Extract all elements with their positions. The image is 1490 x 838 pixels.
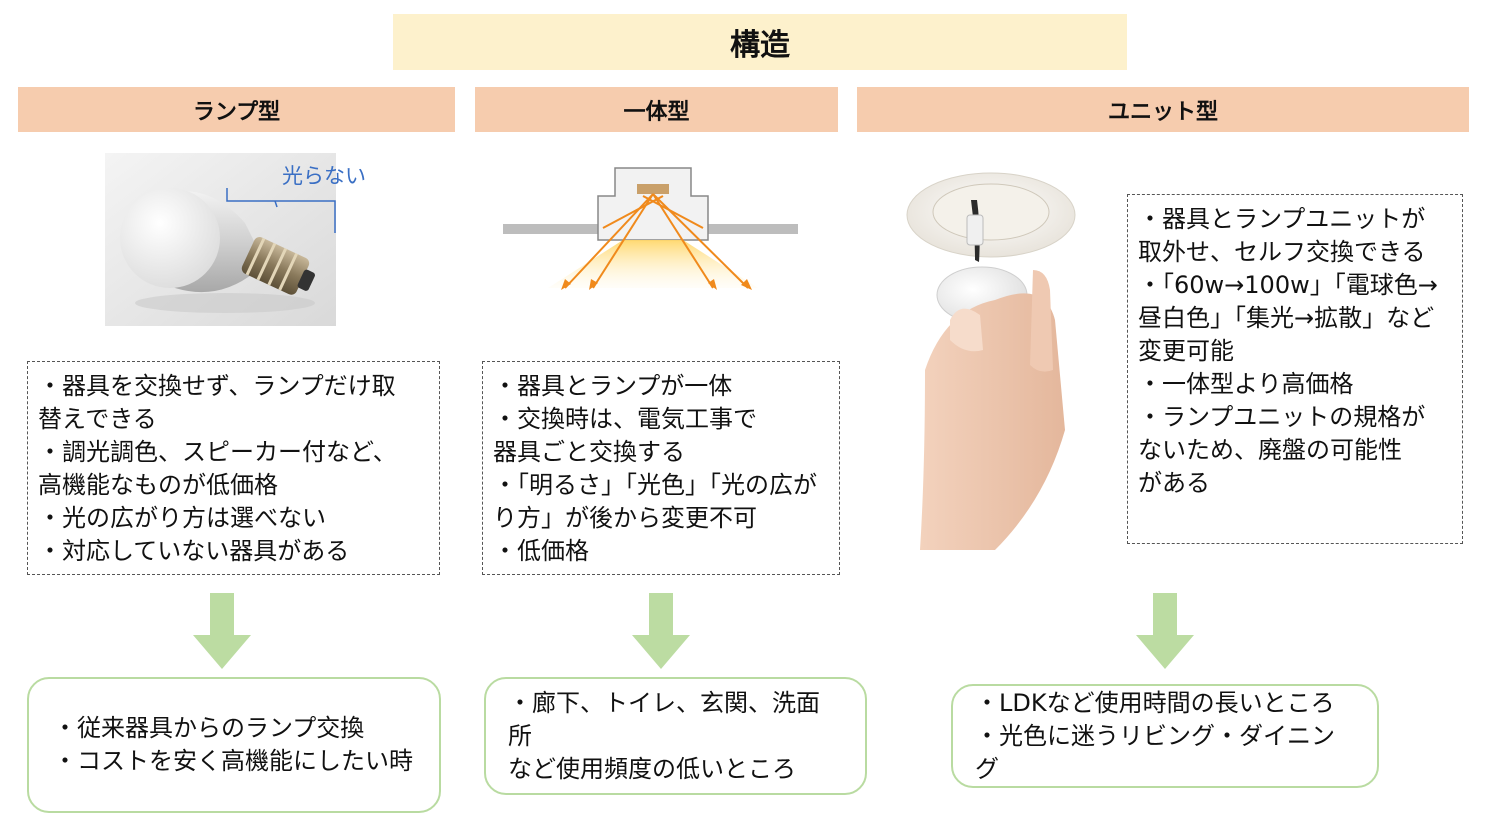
heading-integrated-type: 一体型 (475, 87, 838, 132)
unit-lamp-hand-image (905, 170, 1077, 550)
result-lamp-type: ・従来器具からのランプ交換 ・コストを安く高機能にしたい時 (27, 677, 441, 813)
result-integrated-type: ・廊下、トイレ、玄関、洗面所 など使用頻度の低いところ (484, 677, 867, 795)
description-lamp-type: ・器具を交換せず、ランプだけ取 替えできる ・調光調色、スピーカー付など、 高機… (27, 361, 440, 575)
led-bulb-image (105, 153, 336, 326)
page-title: 構造 (393, 14, 1127, 70)
down-arrow-icon (1136, 593, 1194, 669)
downlight-diagram (503, 166, 798, 291)
down-arrow-icon (193, 593, 251, 669)
down-arrow-icon (632, 593, 690, 669)
description-integrated-type: ・器具とランプが一体 ・交換時は、電気工事で 器具ごと交換する ・「明るさ」「光… (482, 361, 840, 575)
callout-no-light: 光らない (282, 164, 366, 188)
result-unit-type: ・LDKなど使用時間の長いところ ・光色に迷うリビング・ダイニング (951, 684, 1379, 788)
description-unit-type: ・器具とランプユニットが 取外せ、セルフ交換できる ・「60w→100w」「電球… (1127, 194, 1463, 544)
heading-unit-type: ユニット型 (857, 87, 1469, 132)
heading-lamp-type: ランプ型 (18, 87, 455, 132)
